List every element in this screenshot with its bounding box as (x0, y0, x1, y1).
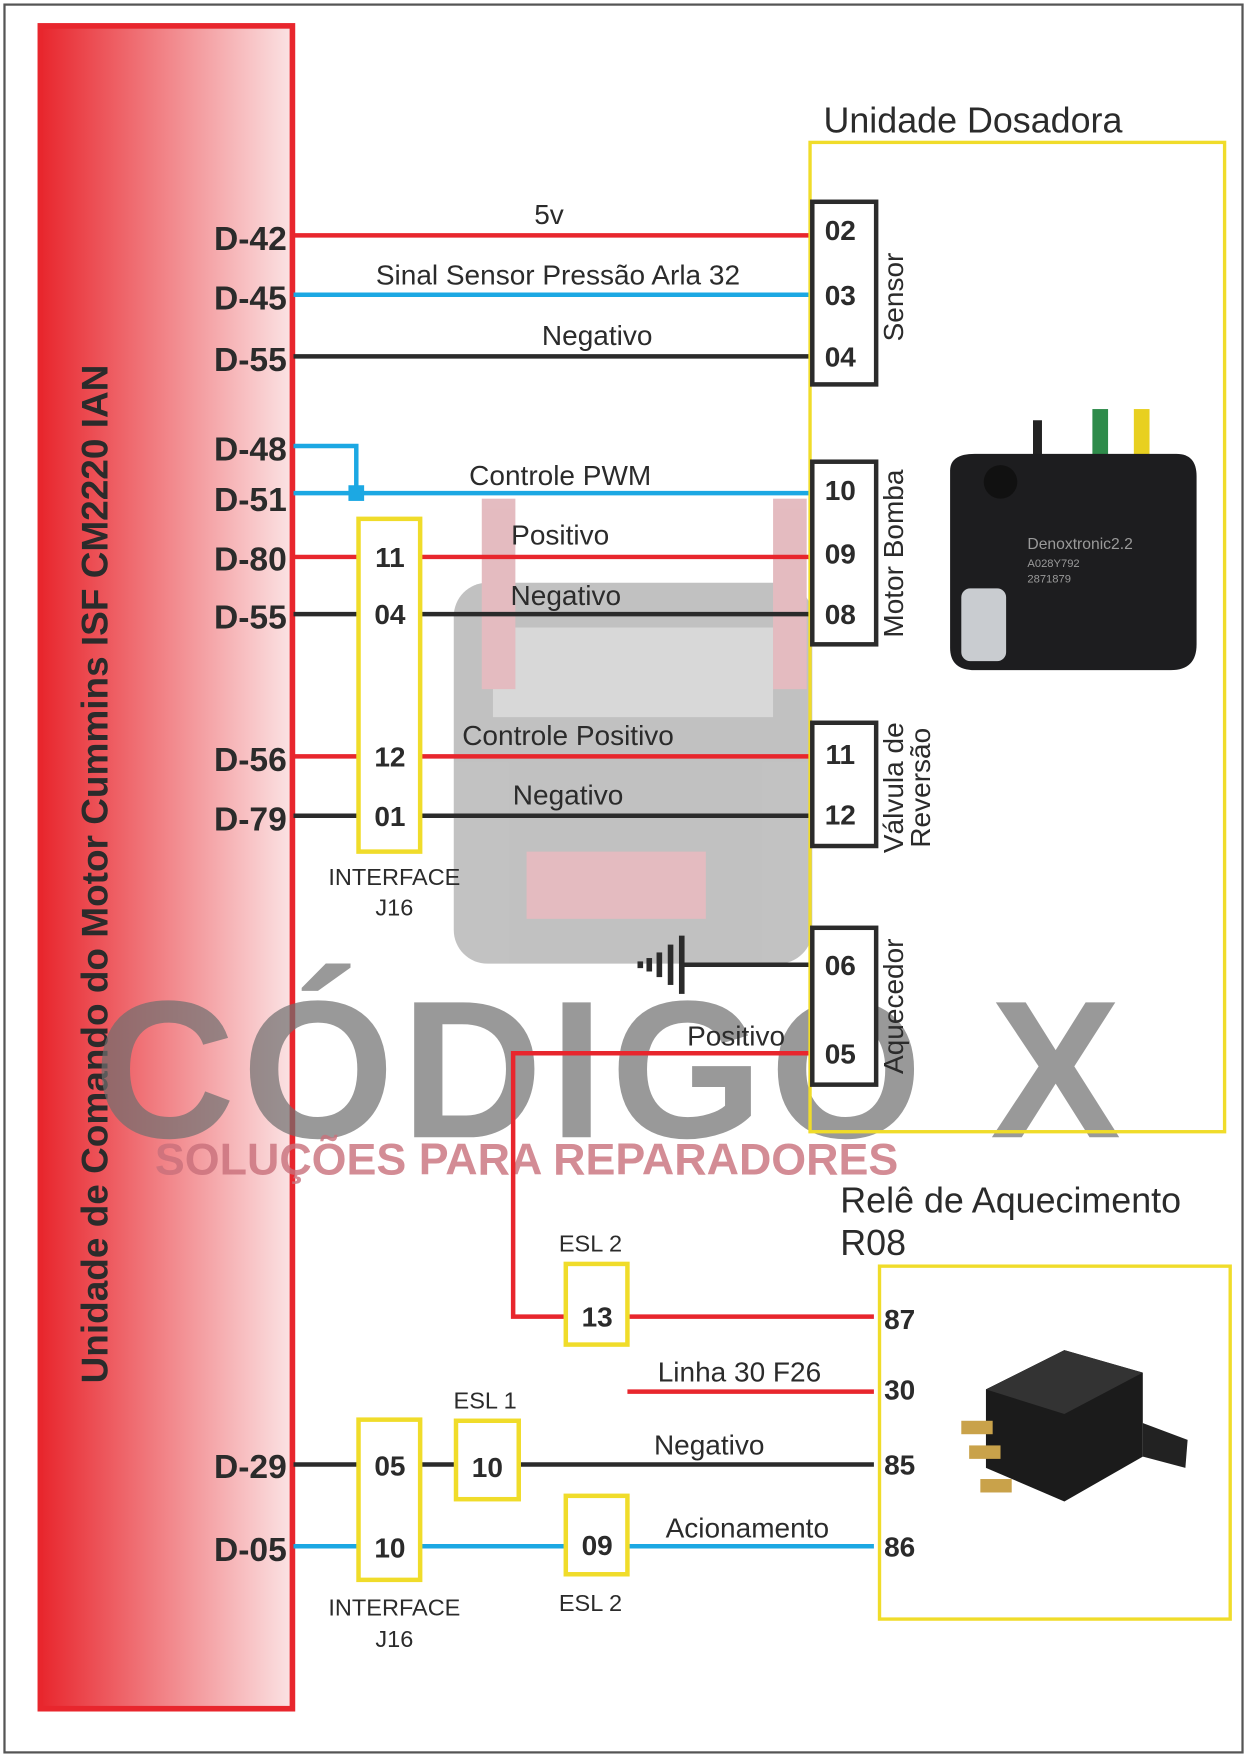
interface-pin: 05 (374, 1451, 405, 1482)
motor-connector: 10 09 08 Motor Bomba (810, 459, 909, 647)
connector-pin: 03 (825, 280, 856, 311)
ecu-pins: D-42 D-45 D-55 D-48 D-51 D-80 D-55 D-56 … (214, 221, 287, 1569)
interface-label: INTERFACE (328, 1595, 460, 1621)
label-motor-negative: Negativo (511, 580, 622, 611)
relay-id: R08 (840, 1223, 906, 1263)
relay-pin-85: 85 (884, 1450, 915, 1481)
outer-border (3, 3, 1244, 1754)
label-relay-trigger: Acionamento (666, 1512, 829, 1543)
interface-pin: 01 (374, 801, 405, 832)
connector-pin: 10 (825, 475, 856, 506)
pin-d45: D-45 (214, 280, 287, 317)
connector-pin: 11 (825, 739, 855, 770)
esl2-bottom: 09 ESL 2 (559, 1493, 630, 1616)
junction-dot (348, 485, 365, 501)
pin-d05: D-05 (214, 1532, 287, 1569)
label-valve-negative: Negativo (513, 780, 624, 811)
interface-label: J16 (375, 894, 413, 920)
valve-connector: 11 12 Válvula de Reversão (810, 720, 936, 853)
interface-pin: 10 (374, 1532, 405, 1563)
label-sensor-signal: Sinal Sensor Pressão Arla 32 (376, 260, 740, 291)
valve-label: Válvula de (878, 722, 909, 853)
interface-pin: 04 (374, 599, 406, 630)
label-motor-positive: Positivo (511, 520, 609, 551)
label-relay-negative: Negativo (654, 1429, 765, 1460)
label-sensor-negative: Negativo (542, 320, 653, 351)
label-5v: 5v (534, 199, 564, 230)
sensor-label: Sensor (878, 253, 909, 342)
pin-d55: D-55 (214, 342, 287, 379)
esl-pin: 10 (472, 1452, 503, 1483)
watermark-tagline: SOLUÇÕES PARA REPARADORES (155, 1134, 898, 1184)
relay-title: Relê de Aquecimento (840, 1180, 1181, 1220)
esl-label: ESL 2 (559, 1231, 622, 1257)
label-valve-positive: Controle Positivo (462, 720, 674, 751)
interface-label: J16 (375, 1626, 413, 1652)
connector-pin: 02 (825, 215, 856, 246)
ecu-box (37, 23, 296, 1712)
label-line30: Linha 30 F26 (658, 1357, 821, 1388)
heater-label: Aquecedor (878, 939, 909, 1074)
pump-serial: 2871879 (1027, 574, 1071, 586)
pin-d48: D-48 (214, 432, 287, 469)
dosing-pump-image: Denoxtronic2.2 A028Y792 2871879 (950, 409, 1197, 671)
pin-d29: D-29 (214, 1449, 287, 1486)
heater-connector: 06 05 Aquecedor (810, 925, 909, 1087)
wire-d48 (293, 443, 359, 494)
dosing-unit-title: Unidade Dosadora (823, 100, 1122, 140)
pump-code: A028Y792 (1027, 558, 1079, 570)
ground-icon (637, 935, 685, 994)
esl2-top: 13 ESL 2 (559, 1231, 630, 1347)
wire-heater-positive (510, 1051, 874, 1319)
pump-model: Denoxtronic2.2 (1027, 536, 1132, 553)
pin-d80: D-80 (214, 541, 287, 578)
esl1: 10 ESL 1 (454, 1387, 521, 1502)
interface-label: INTERFACE (328, 864, 460, 890)
ecu-title: Unidade de Comando do Motor Cummins ISF … (75, 365, 116, 1384)
connector-pin: 06 (825, 950, 856, 981)
pin-d56: D-56 (214, 742, 287, 779)
label-pwm: Controle PWM (469, 460, 651, 491)
relay-pin-87: 87 (884, 1304, 915, 1335)
sensor-connector: 02 03 04 Sensor (810, 199, 909, 387)
motor-label: Motor Bomba (878, 469, 909, 637)
esl-pin: 13 (582, 1302, 613, 1333)
esl-label: ESL 1 (454, 1387, 517, 1413)
relay-pin-30: 30 (884, 1374, 915, 1405)
connector-pin: 09 (825, 539, 856, 570)
interface-pin: 12 (374, 741, 405, 772)
relay-image (961, 1350, 1188, 1502)
esl-label: ESL 2 (559, 1590, 622, 1616)
connector-pin: 05 (825, 1038, 856, 1069)
connector-pin: 12 (825, 800, 856, 831)
watermark-brand: CÓDIGO X (94, 960, 1128, 1179)
interface-pin: 11 (375, 542, 405, 573)
connector-pin: 08 (825, 599, 856, 630)
pin-d79: D-79 (214, 801, 287, 838)
interface-j16-bottom: 05 10 INTERFACE J16 (328, 1417, 460, 1652)
pin-d55b: D-55 (214, 600, 287, 637)
watermark-truck (453, 498, 813, 964)
pin-d51: D-51 (214, 482, 287, 519)
relay-pin-86: 86 (884, 1531, 915, 1562)
interface-j16-top: 11 04 12 01 INTERFACE J16 (328, 516, 460, 920)
valve-label: Reversão (905, 728, 936, 848)
connector-pin: 04 (825, 341, 857, 372)
pin-d42: D-42 (214, 221, 287, 258)
label-heater-positive: Positivo (687, 1020, 785, 1051)
esl-pin: 09 (582, 1530, 613, 1561)
